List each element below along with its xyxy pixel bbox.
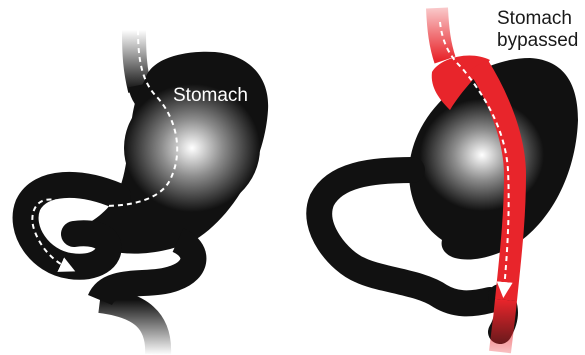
bypass-anatomy <box>319 8 578 352</box>
stomach-bypassed-label: Stomach bypassed <box>497 8 578 52</box>
stomach-bypassed-label-line2: bypassed <box>497 30 578 52</box>
duodenum-loop-left <box>26 185 118 267</box>
intestine-left-tail <box>100 300 158 355</box>
stomach-label: Stomach <box>173 85 248 107</box>
normal-anatomy <box>26 30 269 355</box>
bypass-limb-tail <box>500 300 506 352</box>
esophagus-right <box>437 8 445 60</box>
stomach-bypassed-label-line1: Stomach <box>497 8 578 30</box>
